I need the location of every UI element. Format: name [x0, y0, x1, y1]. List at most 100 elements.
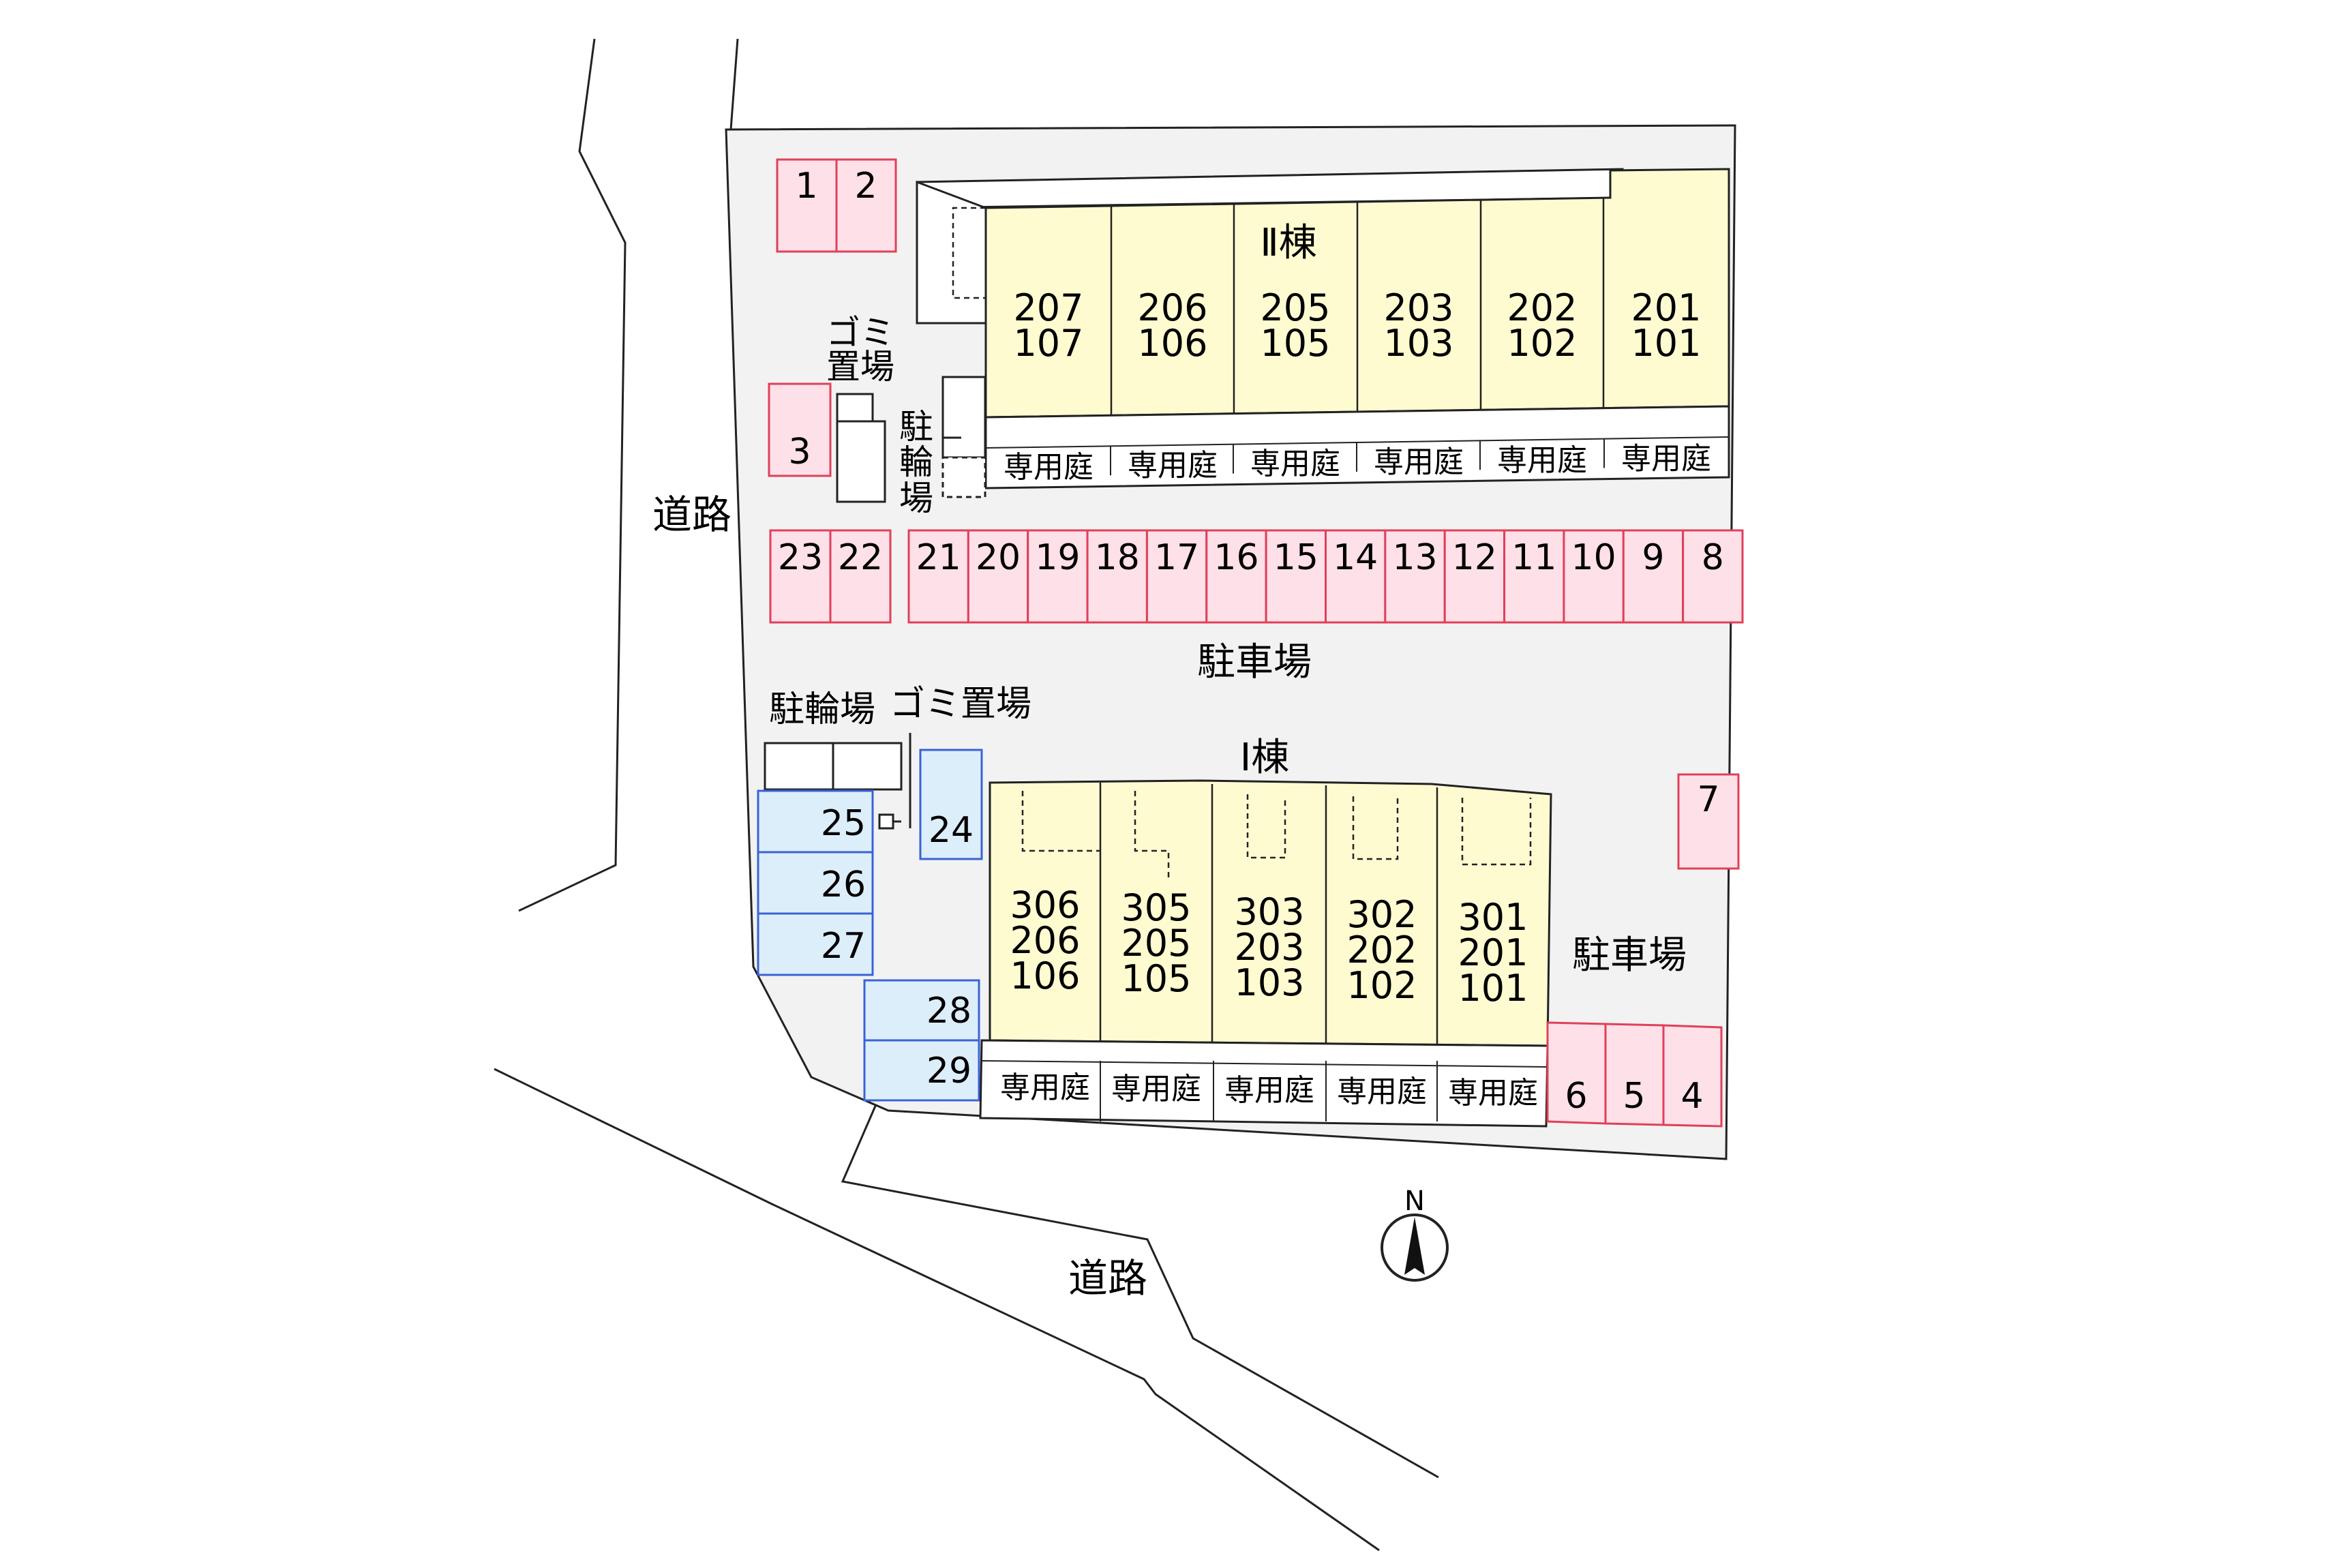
parking-number: 23 — [778, 537, 823, 578]
parking-space — [757, 789, 874, 854]
unit-number: 105 — [1121, 957, 1191, 1000]
parking-number: 24 — [929, 810, 974, 851]
garden-label: 専用庭 — [1004, 450, 1094, 485]
parking-east-label: 駐車場 — [1572, 933, 1687, 978]
bike-shed-cell — [832, 742, 903, 791]
stair-dash — [1021, 791, 1100, 852]
unit-number: 106 — [1010, 954, 1080, 997]
parking-number: 22 — [838, 537, 883, 578]
north-arrow: N — [1381, 1186, 1449, 1282]
bike-west-label: 駐輪場 — [769, 689, 875, 730]
unit-number: 102 — [1346, 964, 1417, 1007]
garbage-box-main — [836, 420, 886, 503]
unit-number: 301 — [1458, 896, 1528, 939]
west-bike-shed — [764, 733, 911, 830]
garden-label: 専用庭 — [1497, 443, 1587, 478]
unit-number: 102 — [1507, 322, 1577, 365]
compass-needle-icon — [1404, 1217, 1425, 1275]
building-1-label: Ⅰ棟 — [1240, 736, 1290, 780]
parking-number: 18 — [1095, 537, 1140, 578]
garbage-top-label-1: ゴミ — [826, 313, 894, 352]
unit-number: 302 — [1346, 893, 1417, 936]
parking-number: 14 — [1333, 537, 1378, 578]
parking-space — [1443, 529, 1506, 624]
parking-number: 20 — [976, 537, 1021, 578]
unit-number: 202 — [1346, 929, 1417, 971]
unit-number: 206 — [1010, 919, 1080, 962]
road-west-edge — [518, 38, 627, 912]
parking-number: 26 — [821, 864, 866, 905]
blue-parking-lower: 28 29 — [863, 979, 980, 1102]
parking-space — [1145, 529, 1208, 624]
parking-number: 8 — [1702, 537, 1724, 578]
parking-number: 11 — [1511, 537, 1556, 578]
building-2-label: Ⅱ棟 — [1260, 221, 1317, 265]
parking-number: 15 — [1273, 537, 1318, 578]
parking-space — [1086, 529, 1148, 624]
parking-number: 21 — [916, 537, 961, 578]
unit-number: 303 — [1234, 890, 1304, 933]
parking-3: 3 — [768, 382, 832, 477]
parking-space — [919, 749, 983, 860]
parking-space — [769, 529, 832, 624]
top-left-structures — [836, 376, 986, 503]
unit-number: 305 — [1121, 886, 1191, 929]
road-south-upper — [841, 1104, 1439, 1479]
garden-label: 専用庭 — [1000, 1070, 1090, 1105]
parking-number: 5 — [1623, 1076, 1645, 1117]
unit-number: 107 — [1013, 322, 1083, 365]
unit-number: 207 — [1013, 286, 1083, 329]
parking-number: 10 — [1571, 537, 1616, 578]
parking-number: 4 — [1680, 1076, 1703, 1117]
parking-space — [757, 912, 874, 976]
bike-shed-top — [941, 376, 986, 459]
stair-dash — [1461, 798, 1532, 866]
building-2: 専用庭専用庭専用庭専用庭専用庭専用庭 207107206106205105203… — [916, 168, 1730, 489]
unit-number: 203 — [1234, 926, 1304, 969]
parking-number: 19 — [1035, 537, 1080, 578]
parking-number: 28 — [926, 991, 971, 1031]
unit-number: 203 — [1383, 286, 1453, 329]
building-2-stair-outline — [916, 180, 987, 325]
parking-space — [1662, 1024, 1723, 1128]
unit-number: 201 — [1631, 286, 1701, 329]
parking-number: 1 — [795, 166, 817, 207]
parking-number: 6 — [1565, 1076, 1587, 1117]
blue-parking-left: 25 26 27 — [757, 789, 874, 976]
garden-label: 専用庭 — [1621, 442, 1711, 477]
north-label: N — [1404, 1186, 1425, 1217]
garbage-west-label: ゴミ置場 — [890, 684, 1031, 725]
parking-center-label: 駐車場 — [1197, 640, 1312, 684]
garbage-top-label-2: 置場 — [826, 347, 894, 387]
parking-number: 2 — [854, 166, 877, 207]
parking-number: 29 — [926, 1051, 971, 1091]
bike-shed-dashed — [941, 456, 986, 498]
unit-number: 101 — [1631, 322, 1701, 365]
bike-top-label-2: 輪 — [899, 442, 933, 482]
parking-number: 3 — [788, 432, 811, 472]
garden-label: 専用庭 — [1111, 1072, 1201, 1106]
unit-number: 103 — [1383, 322, 1453, 365]
road-south-lower — [494, 1068, 1380, 1552]
parking-space — [1563, 529, 1625, 624]
parking-space — [1677, 773, 1740, 870]
parking-space — [967, 529, 1029, 624]
unit-number: 201 — [1458, 931, 1528, 974]
building-1: 専用庭専用庭専用庭専用庭専用庭 306206106305205105303203… — [979, 736, 1552, 1128]
bike-top-label-3: 場 — [899, 479, 933, 518]
parking-number: 25 — [821, 803, 866, 844]
parking-space — [1325, 529, 1387, 624]
garden-label: 専用庭 — [1448, 1076, 1538, 1111]
unit-number: 206 — [1137, 286, 1207, 329]
unit-number: 105 — [1260, 322, 1330, 365]
parking-number: 16 — [1213, 537, 1258, 578]
parking-space — [1622, 529, 1685, 624]
garden-inner-line — [981, 1060, 1548, 1068]
parking-space — [757, 851, 874, 915]
unit-number: 306 — [1010, 884, 1080, 926]
road-west-label: 道路 — [652, 492, 732, 538]
unit-number: 101 — [1458, 967, 1528, 1010]
parking-row-left: 23 22 — [769, 529, 892, 624]
